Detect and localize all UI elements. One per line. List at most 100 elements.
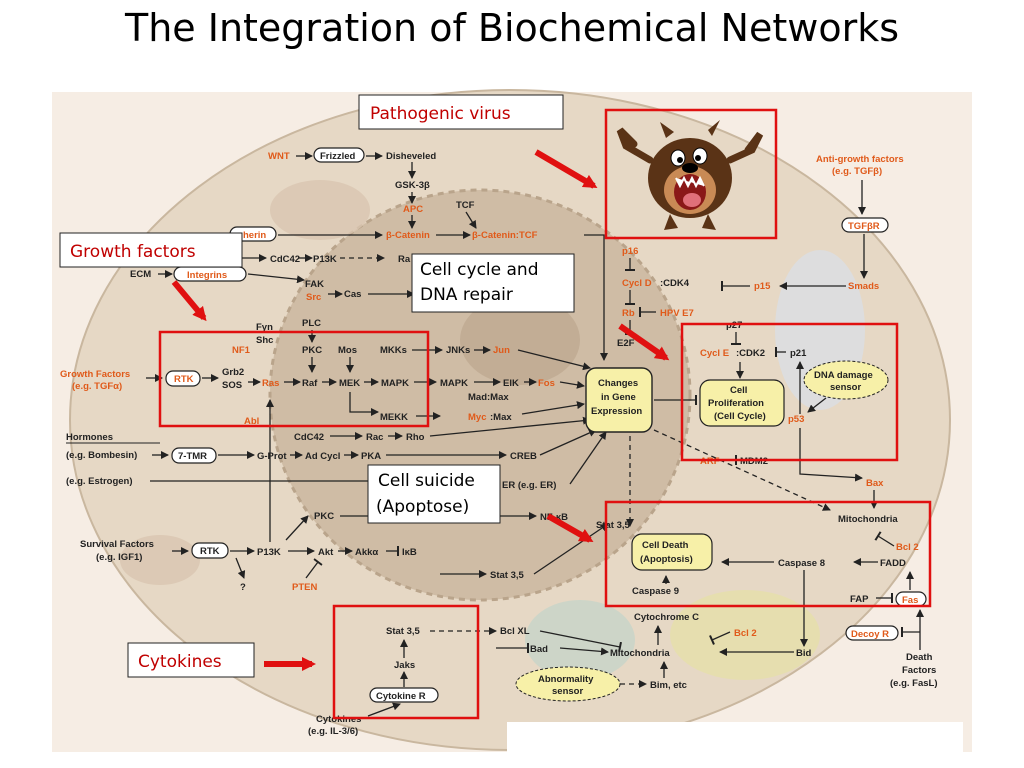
tmr7-receptor [171,447,217,464]
tgfbr-label: TGFβR [848,221,880,232]
cdc42b-label: CdC42 [294,432,324,443]
arf-label: ARF [700,456,720,467]
bad-label: Bad [530,644,548,655]
cell-suicide-highlight-box [604,500,932,608]
rb-label: Rb [622,308,635,319]
blank-strip [507,722,963,753]
growth-factors-highlight-box [158,330,430,428]
organelle [120,535,200,585]
dna-damage-sensor [803,360,889,400]
mekk-label: MEKK [380,412,408,423]
shc-label: Shc [256,335,273,346]
fas-label: Fas [902,595,918,606]
er-label: ER (e.g. ER) [502,480,556,491]
organelle [670,590,820,680]
fak-label: FAK [305,279,324,290]
pathogenic-virus-callout-text: Pathogenic virus [370,104,511,124]
adcycl-label: Ad Cycl [305,451,340,462]
caspase9-label: Caspase 9 [632,586,679,597]
rac-label: Rac [366,432,383,443]
death-box-1: Cell Death [642,540,689,551]
p16-label: p16 [622,246,638,257]
mitochondria-low-label: Mitochondria [610,648,670,659]
cytokines-input-2: (e.g. IL-3/6) [308,726,358,737]
organelle [270,180,370,240]
survival-factors-1: Survival Factors [80,539,154,550]
p27-label: p27 [726,320,742,331]
bid-label: Bid [796,648,812,659]
organelle [525,600,635,680]
cadherin-label: herin [243,230,266,241]
mos-label: Mos [338,345,357,356]
raf-label: Raf [302,378,318,389]
red-arrow-icon [171,280,207,322]
cell-cycle-callout-text-2: DNA repair [420,285,513,305]
fos-label: Fos [538,378,555,389]
cas-label: Cas [344,289,361,300]
cytokines-callout-text: Cytokines [138,652,222,672]
nucleolus [460,295,580,385]
pathogenic-virus-callout [358,94,564,130]
growth-factors-callout-text: Growth factors [70,242,196,262]
bcatenin-tcf-label: β-Catenin:TCF [472,230,538,241]
e2f-label: E2F [617,338,635,349]
akka-label: Akkα [355,547,378,558]
cdk2-label: :CDK2 [736,348,765,359]
cycld-label: Cycl D [622,278,652,289]
cytokines-input-1: Cytokines [316,714,361,725]
mapk2-label: MAPK [440,378,468,389]
changes-3: Expression [591,406,642,417]
changes-in-gene-expression-box [585,367,653,433]
death-factors-3: (e.g. FasL) [890,678,938,689]
abnormality-2: sensor [552,686,583,697]
pathogenic-virus-highlight-box [604,108,778,240]
cell-cycle-highlight-box [680,322,899,462]
disheveled-label: Disheveled [386,151,436,162]
cytochrome-c-label: Cytochrome C [634,612,699,623]
pkc2-label: PKC [314,511,334,522]
pten-label: PTEN [292,582,317,593]
frizzled-label: Frizzled [320,151,356,162]
rtk-label: RTK [174,374,194,385]
ras-label: Ras [262,378,279,389]
bcl2b-label: Bcl 2 [896,542,919,553]
mdm2-label: MDM2 [740,456,768,467]
cdk4-label: :CDK4 [660,278,690,289]
abnormality-1: Abnormality [538,674,594,685]
bcl2a-label: Bcl 2 [734,628,757,639]
nf1-label: NF1 [232,345,251,356]
bclxl-label: Bcl XL [500,626,530,637]
jaks-label: Jaks [394,660,415,671]
estrogen-label: (e.g. Estrogen) [66,476,133,487]
smads-label: Smads [848,281,879,292]
apc-label: APC [403,204,423,215]
death-factors-2: Factors [902,665,936,676]
rtk2-receptor [191,542,229,559]
ecm-label: ECM [130,269,151,280]
cell-cycle-callout-text-1: Cell cycle and [420,260,539,280]
cell-death-box [631,533,713,571]
prolif-3: (Cell Cycle) [714,411,766,422]
p21-label: p21 [790,348,807,359]
tasmanian-devil-icon [616,120,764,230]
creb-label: CREB [510,451,537,462]
bcatenin-label: β-Catenin [386,230,430,241]
cell-suicide-callout [367,464,501,524]
prolif-1: Cell [730,385,747,396]
red-arrow-icon [546,513,594,543]
fyn-label: Fyn [256,322,273,333]
p15-label: p15 [754,281,771,292]
death-factors-1: Death [906,652,933,663]
changes-2: in Gene [601,392,636,403]
jnks-label: JNKs [446,345,470,356]
cytokines-callout [127,642,255,678]
ikb-label: IκB [402,547,417,558]
question-label: ? [240,582,246,593]
p53-label: p53 [788,414,804,425]
plc-label: PLC [302,318,321,329]
p13k-label: P13K [313,254,337,265]
src-label: Src [306,292,321,303]
changes-1: Changes [598,378,638,389]
red-arrow-icon [618,323,670,361]
tcf-label: TCF [456,200,475,211]
